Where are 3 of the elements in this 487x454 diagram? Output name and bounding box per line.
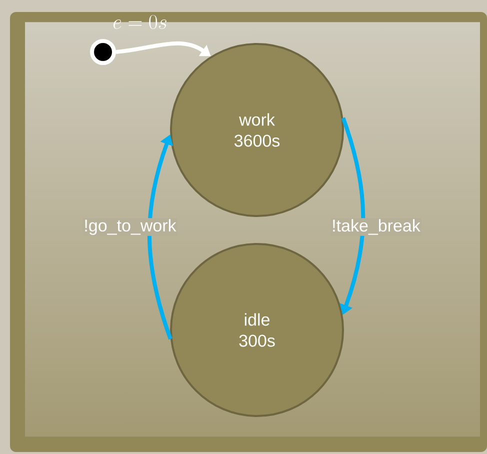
initial-state-dot: [90, 39, 116, 65]
edge-label: !go_to_work: [82, 218, 178, 236]
edge-label: !take_break: [330, 218, 422, 236]
